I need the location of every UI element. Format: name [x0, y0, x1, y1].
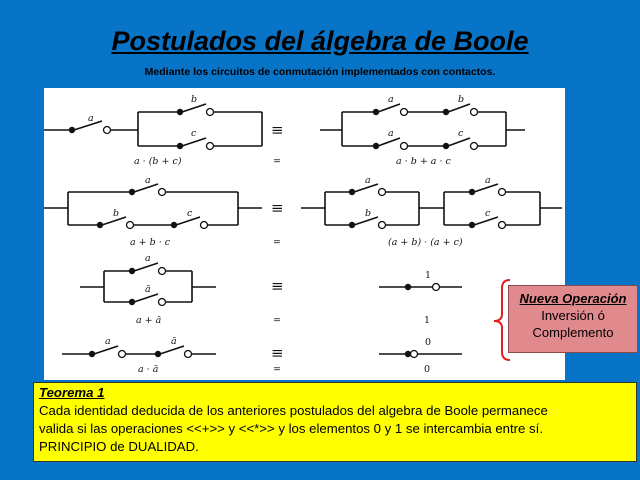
callout-line2: Complemento [532, 325, 614, 340]
row3-left-circuit [80, 262, 216, 303]
theorem-line1: Cada identidad deducida de los anteriore… [39, 403, 548, 418]
r2l-label-a: a [145, 175, 151, 186]
circuit-panel: a b c a b a c a b c a b a c a ā 1 a ā 0 … [44, 88, 565, 380]
r4-eq-symbol: = [273, 364, 281, 375]
r3l-label-a: a [145, 253, 151, 264]
r2-right-expr: (a + b) · (a + c) [388, 237, 463, 248]
r1r-label-a2: a [388, 128, 394, 139]
r2-left-expr: a + b · c [130, 237, 171, 248]
row1-left-circuit [44, 103, 263, 147]
r1r-label-c: c [458, 128, 464, 139]
r4l-label-a: a [105, 336, 111, 347]
r4-equiv-symbol: ≡ [271, 344, 284, 362]
theorem-line2: valida si las operaciones <<+>> y <<*>> … [39, 421, 543, 436]
r3-left-expr: a + ā [136, 315, 162, 326]
new-operation-callout: Nueva Operación Inversión ó Complemento [508, 285, 638, 353]
r1l-label-c: c [191, 128, 197, 139]
theorem-heading: Teorema 1 [39, 385, 105, 400]
r2l-label-b: b [113, 208, 119, 219]
r4l-label-abar: ā [171, 336, 177, 347]
r2l-label-c: c [187, 208, 193, 219]
row1-right-circuit [320, 103, 525, 147]
r1-right-expr: a · b + a · c [396, 156, 452, 167]
r1r-label-a1: a [388, 94, 394, 105]
r2-eq-symbol: = [273, 237, 281, 248]
slide-subtitle: Mediante los circuitos de conmutación im… [144, 66, 496, 78]
r3l-label-abar: ā [145, 284, 151, 295]
r3-right-expr: 1 [424, 315, 430, 326]
r2-equiv-symbol: ≡ [271, 199, 284, 217]
r3-eq-symbol: = [273, 315, 281, 326]
r1r-label-b: b [458, 94, 464, 105]
callout-heading: Nueva Operación [519, 291, 627, 306]
r3-equiv-symbol: ≡ [271, 277, 284, 295]
row2-left-circuit [44, 183, 262, 226]
r3r-label-one: 1 [425, 270, 431, 281]
r2r-label-a2: a [485, 175, 491, 186]
callout-line1: Inversión ó [541, 308, 605, 323]
circuit-diagram: a b c a b a c a b c a b a c a ā 1 a ā 0 … [44, 94, 562, 375]
r4r-label-zero: 0 [425, 337, 431, 348]
slide-title: Postulados del álgebra de Boole [111, 26, 529, 56]
theorem-line3: PRINCIPIO de DUALIDAD. [39, 439, 199, 454]
row4-left-circuit [62, 345, 216, 355]
r1-left-expr: a · (b + c) [134, 156, 182, 167]
r4-left-expr: a · ā [138, 364, 159, 375]
r1l-label-a: a [88, 113, 94, 124]
r2r-label-a1: a [365, 175, 371, 186]
r1-equiv-symbol: ≡ [271, 121, 284, 139]
r2r-label-c: c [485, 208, 491, 219]
r4-right-expr: 0 [424, 364, 430, 375]
row2-right-circuit [301, 183, 562, 226]
r1-eq-symbol: = [273, 156, 281, 167]
r2r-label-b: b [365, 208, 371, 219]
r1l-label-b: b [191, 94, 197, 105]
theorem-box: Teorema 1 Cada identidad deducida de los… [33, 382, 637, 462]
brace-shape [493, 279, 511, 361]
